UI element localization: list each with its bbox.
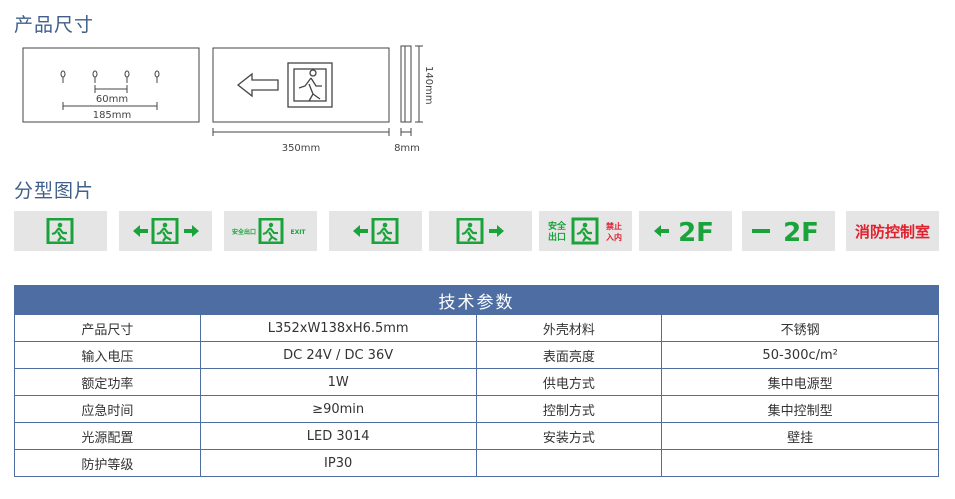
svg-text:出口: 出口: [547, 231, 565, 243]
dash-2f-icon: 2F: [751, 218, 819, 245]
dim-lines-front: [212, 128, 390, 136]
svg-text:安全: 安全: [547, 220, 566, 232]
table-row: 输入电压 DC 24V / DC 36V 表面亮度 50-300c/m²: [14, 341, 939, 369]
spec-label: 防护等级: [14, 449, 201, 477]
safe-exit-forbid-icon: 安全 出口 禁止 入内: [547, 217, 622, 245]
dimension-drawing: 60mm 185mm 350mm 8mm 140mm: [22, 45, 434, 154]
spec-label: 输入电压: [14, 341, 201, 369]
specs-title: 技术参数: [14, 285, 939, 315]
spec-label: 控制方式: [475, 395, 663, 423]
dim-8-label: 8mm: [394, 143, 420, 154]
mount-hole-icons: [60, 70, 160, 83]
thumb-left-arrow[interactable]: [329, 211, 422, 251]
svg-text:2F: 2F: [783, 218, 819, 245]
spec-value: 不锈钢: [661, 314, 939, 342]
fire-control-label: 消防控制室: [854, 222, 930, 241]
dim-60-label: 60mm: [96, 94, 128, 105]
svg-text:EXIT: EXIT: [290, 229, 306, 236]
thumb-fire-control[interactable]: 消防控制室: [846, 211, 939, 251]
dim-lines-back: [62, 85, 158, 110]
spec-value: DC 24V / DC 36V: [199, 341, 477, 369]
table-row: 应急时间 ≥90min 控制方式 集中控制型: [14, 395, 939, 423]
svg-text:禁止: 禁止: [605, 221, 622, 231]
spec-label: 供电方式: [475, 368, 663, 396]
thumb-left-2f[interactable]: 2F: [639, 211, 732, 251]
spec-value: L352xW138xH6.5mm: [199, 314, 477, 342]
svg-text:安全出口: 安全出口: [231, 228, 255, 236]
thumb-dash-2f[interactable]: 2F: [742, 211, 835, 251]
spec-label: 额定功率: [14, 368, 201, 396]
thumb-both-arrows[interactable]: [119, 211, 212, 251]
dim-350-label: 350mm: [282, 143, 321, 154]
safe-exit-en-icon: 安全出口 EXIT: [231, 218, 306, 244]
dim-140-label: 140mm: [423, 66, 434, 105]
left-arrow-exit-icon: [352, 218, 398, 244]
table-row: 防护等级 IP30: [14, 449, 939, 477]
table-row: 额定功率 1W 供电方式 集中电源型: [14, 368, 939, 396]
side-view-panel: [400, 45, 412, 123]
type-thumbnails: 安全出口 EXIT 安全 出口 禁止 入内: [14, 211, 939, 251]
svg-text:入内: 入内: [605, 232, 622, 242]
spec-value: IP30: [199, 449, 477, 477]
thumb-right-arrow[interactable]: [429, 211, 532, 251]
spec-value: LED 3014: [199, 422, 477, 450]
back-view-panel: [22, 47, 200, 123]
spec-label: 应急时间: [14, 395, 201, 423]
spec-label: 安装方式: [475, 422, 663, 450]
thumb-exit-man[interactable]: [14, 211, 107, 251]
section-title-size: 产品尺寸: [14, 14, 95, 36]
table-row: 产品尺寸 L352xW138xH6.5mm 外壳材料 不锈钢: [14, 314, 939, 342]
front-view-panel: [212, 47, 390, 123]
right-arrow-exit-icon: [456, 218, 504, 244]
spec-value: 壁挂: [661, 422, 939, 450]
spec-value: 50-300c/m²: [661, 341, 939, 369]
spec-label: [475, 449, 663, 477]
spec-value: ≥90min: [199, 395, 477, 423]
spec-label: 外壳材料: [475, 314, 663, 342]
spec-value: 1W: [199, 368, 477, 396]
section-title-types: 分型图片: [14, 180, 95, 202]
running-man-icon: [46, 218, 73, 244]
spec-label: 表面亮度: [475, 341, 663, 369]
arrow-left-icon: [236, 72, 279, 98]
spec-value: [661, 449, 939, 477]
spec-label: 产品尺寸: [14, 314, 201, 342]
dim-185-label: 185mm: [93, 110, 132, 121]
svg-text:2F: 2F: [678, 218, 714, 245]
both-arrows-icon: [132, 218, 199, 244]
running-man-icon: [287, 62, 333, 108]
specs-table: 技术参数 产品尺寸 L352xW138xH6.5mm 外壳材料 不锈钢 输入电压…: [14, 285, 939, 477]
spec-label: 光源配置: [14, 422, 201, 450]
table-row: 光源配置 LED 3014 安装方式 壁挂: [14, 422, 939, 450]
dim-lines-side: [400, 45, 423, 136]
thumb-safe-exit-en[interactable]: 安全出口 EXIT: [224, 211, 317, 251]
thumb-safe-exit-forbid[interactable]: 安全 出口 禁止 入内: [539, 211, 632, 251]
left-2f-icon: 2F: [653, 218, 714, 245]
spec-value: 集中控制型: [661, 395, 939, 423]
spec-value: 集中电源型: [661, 368, 939, 396]
